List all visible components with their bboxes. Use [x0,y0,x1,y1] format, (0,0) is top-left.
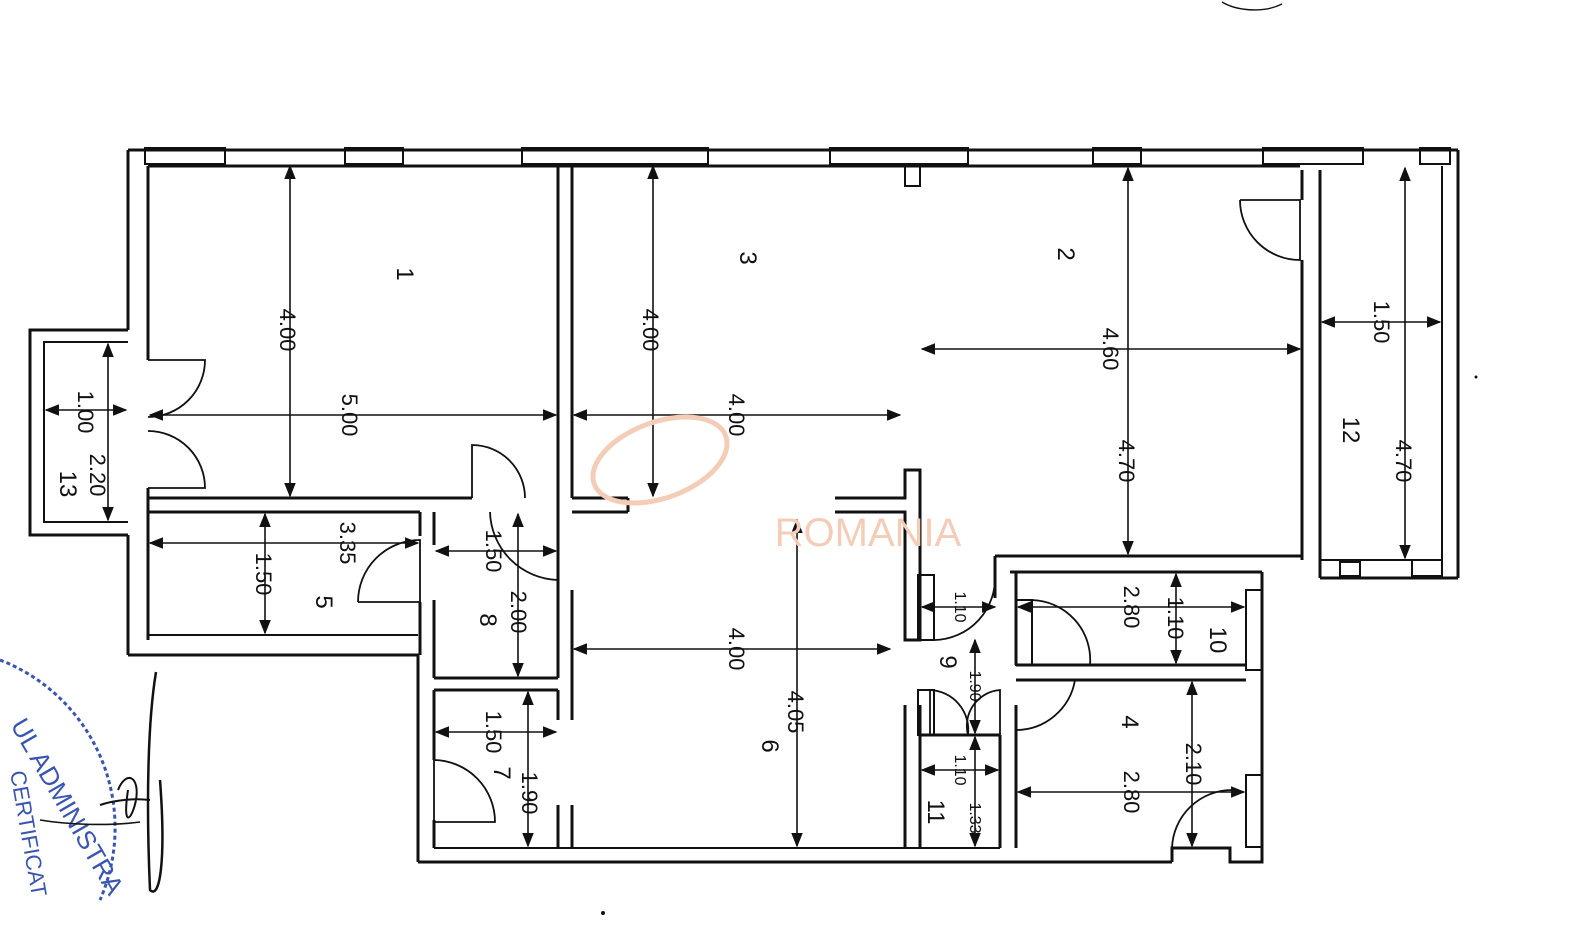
room-label-9: 9 [934,655,961,668]
dimension-labels: 4.00 5.00 4.00 4.00 4.60 4.70 1.50 4.70 … [73,301,1416,834]
dim-label: 1.50 [481,530,506,573]
door-1 [471,444,526,499]
dim-label: 1.10 [1163,597,1188,640]
dim-label: 1.10 [951,591,968,622]
door-5 [357,539,421,603]
room-label-4: 4 [1116,715,1143,728]
stamp: UL ADMINISTRA CERTIFICAT [0,658,130,901]
dim-label: 1.50 [481,711,506,754]
door-11 [929,689,970,736]
signature [39,671,164,893]
dim-label: 2.80 [1119,586,1144,629]
scan-marks [601,1,1478,915]
room-label-6: 6 [756,739,783,752]
dim-label: 1.33 [966,802,983,833]
dim-label: 4.00 [638,309,663,352]
dim-label: 4.05 [783,691,808,734]
dim-label: 1.10 [951,754,968,785]
room-label-8: 8 [474,613,501,626]
dim-label: 4.00 [724,394,749,437]
dim-label: 1.50 [1369,301,1394,344]
door-10 [1031,599,1092,666]
room-label-12: 12 [1337,417,1364,444]
dim-label: 1.50 [251,553,276,596]
dim-label: 2.20 [85,454,110,497]
watermark-text: ROMANIA [775,511,962,555]
dimension-lines [44,164,1442,848]
dim-label: 1.90 [517,772,542,815]
room-label-5: 5 [310,595,337,608]
dim-label: 2.00 [506,591,531,634]
dim-label: 3.35 [335,522,360,565]
dim-label: 2.80 [1119,771,1144,814]
dim-label: 1.90 [966,670,983,701]
dim-label: 2.10 [1181,743,1206,786]
room-label-13: 13 [54,471,81,498]
room-label-10: 10 [1204,627,1231,654]
dim-label: 4.70 [1391,440,1416,483]
door-4-ext [1171,789,1233,849]
dim-label: 4.00 [275,309,300,352]
door-9 [934,574,996,641]
room-label-2: 2 [1052,247,1079,260]
dim-label: 1.00 [73,391,98,434]
room-label-3: 3 [734,251,761,264]
door-7 [433,759,496,823]
room-label-1: 1 [391,267,418,280]
dim-label: 4.70 [1114,440,1139,483]
room-label-7: 7 [488,766,515,779]
watermark: ROMANIA [590,414,962,555]
exterior-walls [28,147,1460,864]
dim-label: 4.00 [724,628,749,671]
door-12 [1239,199,1301,261]
door-4 [1015,679,1076,731]
door-8 [489,511,559,581]
dim-label: 4.60 [1098,328,1123,371]
door-1-13 [147,359,206,418]
dim-label: 5.00 [337,394,362,437]
room-label-11: 11 [922,800,949,825]
interior-walls [148,166,1322,848]
room-numbers: 1 3 2 12 13 5 8 7 6 9 10 4 11 [54,247,1364,824]
